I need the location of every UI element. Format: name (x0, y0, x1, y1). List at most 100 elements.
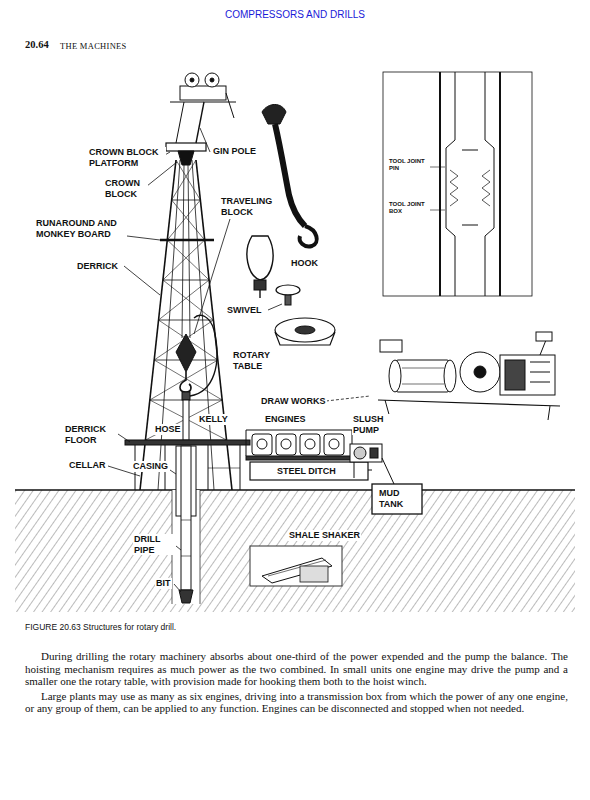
tool-joint-inset-part (450, 170, 458, 206)
tool-joint-inset-part (485, 236, 486, 296)
derrick-floor-part (181, 556, 191, 557)
derrick-part (163, 240, 205, 280)
ground-section-part (300, 566, 328, 582)
tool-joint-inset-part (446, 140, 455, 236)
part-label: HOOK (290, 258, 319, 269)
draw-works-drawing-part (474, 366, 486, 378)
derrick-part (167, 240, 209, 280)
derrick-part (160, 239, 214, 242)
engines-and-pump-part (250, 462, 368, 480)
part-label: CELLAR (68, 460, 107, 471)
part-label: CROWN BLOCK PLATFORM (88, 147, 166, 168)
derrick (140, 73, 236, 490)
derrick-part (190, 78, 194, 82)
derrick-part (163, 280, 214, 320)
derrick-part (190, 315, 217, 396)
engines-and-pump-part (246, 456, 352, 460)
engines-and-pump-part (300, 434, 320, 455)
engines-and-pump-part (305, 439, 315, 449)
tool-joint-inset-part (455, 72, 456, 140)
derrick-part (163, 280, 209, 281)
draw-works-drawing-part (460, 352, 500, 392)
hook-swivel-table-sketches-part (247, 236, 273, 280)
hook-swivel-table-sketches-part (300, 226, 317, 246)
derrick-part (196, 102, 204, 143)
derrick-floor-part (179, 590, 193, 603)
draw-works-drawing-part (548, 406, 550, 420)
tool-joint-inset (383, 72, 532, 296)
hook-swivel-table-sketches-part (285, 295, 291, 305)
hook-swivel-table-sketches-part (262, 105, 286, 125)
ground-section (15, 490, 575, 612)
derrick-floor-part (208, 468, 240, 469)
derrick-part (183, 400, 189, 440)
draw-works-drawing-part (530, 382, 550, 383)
draw-works-drawing-part (505, 360, 525, 390)
leader-lines-part (127, 236, 160, 240)
leader-lines-part (124, 266, 160, 295)
derrick-floor (125, 440, 250, 603)
leader-lines-part (200, 128, 210, 152)
hook-swivel-table-sketches-part (295, 326, 315, 334)
draw-works-drawing-part (380, 340, 402, 352)
engines-and-pump-part (350, 444, 382, 462)
derrick-part (210, 78, 214, 82)
draw-works-drawing-part (530, 372, 550, 373)
derrick-part (166, 143, 206, 151)
section-title: THE MACHINES (60, 41, 127, 51)
derrick-floor-part (181, 446, 191, 590)
draw-works-drawing-part (530, 362, 550, 363)
derrick-part (182, 392, 190, 400)
draw-works-drawing-part (444, 360, 456, 392)
derrick-floor-part (181, 520, 191, 521)
ground-section-part (15, 490, 575, 612)
derrick-part (226, 93, 234, 118)
derrick-floor-part (208, 445, 209, 490)
leader-lines-part (170, 470, 176, 474)
running-header: COMPRESSORS AND DRILLS (0, 9, 590, 20)
leader-lines-part (268, 304, 282, 310)
part-label: SWIVEL (226, 305, 263, 316)
figure-caption: FIGURE 20.63 Structures for rotary drill… (25, 622, 176, 632)
part-label: STEEL DITCH (276, 466, 337, 477)
derrick-part (172, 200, 201, 201)
leader-lines-part (176, 546, 181, 550)
draw-works-drawing-part (540, 340, 546, 355)
part-label: MUD TANK (378, 488, 418, 509)
body-paragraph: During drilling the rotary machinery abs… (25, 650, 568, 688)
part-label: ROTARY TABLE (232, 350, 278, 371)
page-number: 20.64 (25, 39, 49, 50)
derrick-part (159, 320, 214, 321)
ground-section-part (200, 490, 201, 604)
engines-and-pump-part (246, 430, 352, 456)
tool-joint-inset-part (499, 72, 501, 296)
draw-works-drawing-part (378, 400, 560, 406)
tool-joint-inset-part (482, 170, 490, 206)
part-label: TOOL JOINT BOX (389, 201, 429, 215)
derrick-part (180, 86, 226, 100)
part-label: DRILL PIPE (133, 534, 175, 555)
engines-and-pump-part (382, 458, 394, 484)
draw-works-drawing-part (500, 355, 555, 395)
part-label: DRAW WORKS (260, 396, 327, 407)
draw-works-drawing-part (389, 360, 401, 392)
part-label: HOSE (154, 424, 182, 435)
hook-swivel-table-sketches-part (254, 280, 266, 290)
part-label: DERRICK FLOOR (64, 424, 118, 445)
ground-section-part (262, 558, 332, 583)
tool-joint-inset-part (462, 149, 478, 151)
draw-works-drawing-part (402, 384, 444, 385)
tool-joint-inset-part (485, 72, 486, 140)
draw-works-drawing-part (402, 368, 444, 369)
hook-swivel-table-sketches-part (275, 318, 335, 342)
engines-and-pump-part (276, 434, 296, 455)
part-label: RUNAROUND AND MONKEY BOARD (35, 218, 127, 239)
body-paragraph: Large plants may use as many as six engi… (25, 690, 568, 715)
engines-and-pump-part (354, 462, 355, 478)
tool-joint-inset-part (462, 224, 478, 226)
tool-joint-inset-part (485, 140, 494, 236)
part-label: BIT (155, 578, 172, 589)
leader-lines-part (118, 434, 130, 442)
part-label: TOOL JOINT PIN (389, 158, 429, 172)
